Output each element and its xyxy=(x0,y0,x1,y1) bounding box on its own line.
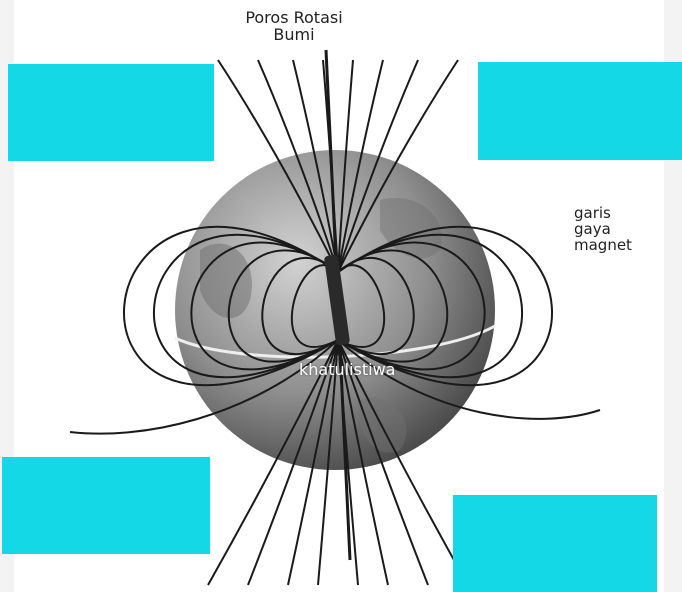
field-line-down xyxy=(247,339,339,586)
field-line-up xyxy=(337,59,354,273)
field-lines-label: garis gaya magnet xyxy=(574,204,654,254)
rotation-axis-label-line1: Poros Rotasi xyxy=(245,8,343,27)
field-line-down xyxy=(337,339,389,586)
field-lines-group xyxy=(69,59,601,586)
equator-label: khatulistiwa xyxy=(299,360,396,379)
field-line-right xyxy=(337,225,553,387)
field-line-down xyxy=(317,339,339,586)
rotation-axis-label-line2: Bumi xyxy=(273,24,315,44)
field-line-wide xyxy=(337,339,601,420)
field-line-left xyxy=(152,233,339,379)
field-line-left xyxy=(227,249,339,363)
field-line-left xyxy=(190,241,339,371)
field-line-up xyxy=(337,59,459,273)
field-line-up xyxy=(257,59,339,273)
field-line-down xyxy=(337,339,429,586)
field-line-left xyxy=(261,256,339,356)
field-line-up xyxy=(337,59,384,273)
answer-box-top-right[interactable] xyxy=(478,62,682,160)
field-line-right xyxy=(337,256,415,356)
field-line-up xyxy=(217,59,339,273)
field-line-up xyxy=(337,59,419,273)
answer-box-bottom-right[interactable] xyxy=(453,495,657,592)
field-line-right xyxy=(337,264,386,348)
field-line-down xyxy=(337,339,469,586)
field-line-right xyxy=(337,233,524,379)
answer-box-bottom-left[interactable] xyxy=(2,457,210,554)
field-line-left xyxy=(123,225,339,387)
field-label-line1: garis xyxy=(574,204,611,222)
field-label-line2: gaya xyxy=(574,219,611,238)
field-line-right xyxy=(337,241,486,371)
field-line-left xyxy=(290,264,339,348)
continent-shape xyxy=(359,398,407,453)
field-line-down xyxy=(207,339,339,586)
rotation-axis-label: Poros Rotasi Bumi xyxy=(206,8,382,44)
field-label-line3: magnet xyxy=(574,235,632,254)
field-line-up xyxy=(292,59,339,273)
bar-magnet xyxy=(324,254,350,346)
field-line-right xyxy=(337,249,449,363)
field-line-down xyxy=(287,339,339,586)
field-line-wide xyxy=(69,339,339,435)
answer-box-top-left[interactable] xyxy=(8,64,214,161)
